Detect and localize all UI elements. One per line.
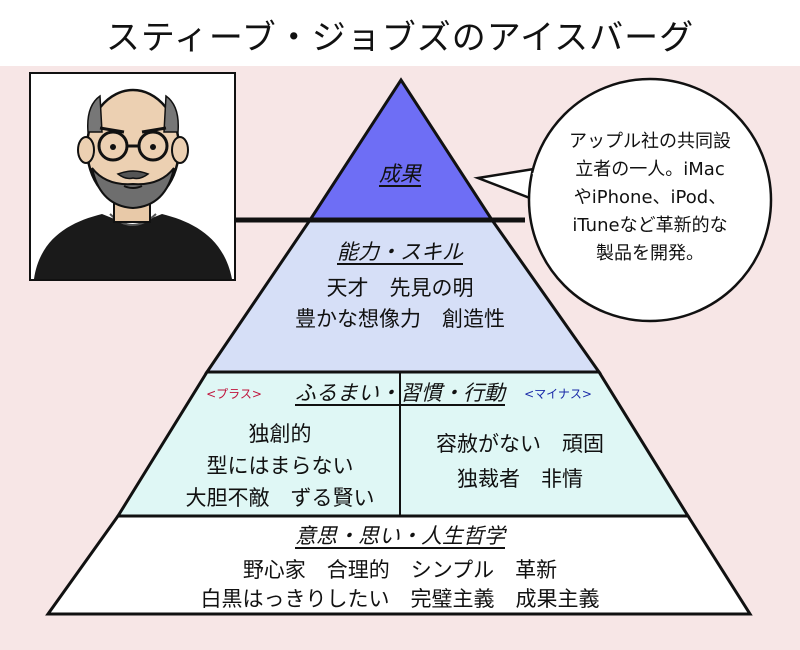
bubble-line-5: 製品を開発。 — [596, 243, 704, 264]
plus-line-3: 大胆不敵 ずる賢い — [185, 486, 375, 510]
bubble-line-4: iTuneなど革新的な — [572, 215, 728, 236]
minus-tag: <マイナス> — [524, 387, 592, 401]
minus-line-1: 容赦がない 頑固 — [436, 432, 604, 456]
philosophy-line-1: 野心家 合理的 シンプル 革新 — [242, 558, 558, 582]
title-band — [0, 0, 800, 66]
page-title: スティーブ・ジョブズのアイスバーグ — [105, 18, 695, 58]
bubble-line-1: アップル社の共同設 — [569, 131, 731, 152]
plus-line-2: 型にはまらない — [206, 454, 354, 478]
behavior-title: ふるまい・習慣・行動 — [295, 381, 505, 405]
bubble-line-3: やiPhone、iPod、 — [573, 187, 727, 208]
minus-line-2: 独裁者 非情 — [457, 467, 583, 491]
ability-line-2: 豊かな想像力 創造性 — [295, 307, 505, 331]
speech-bubble — [473, 77, 773, 323]
bubble-text: アップル社の共同設 立者の一人。iMac やiPhone、iPod、 iTune… — [550, 128, 750, 268]
plus-tag: <プラス> — [206, 387, 262, 401]
philosophy-title: 意思・思い・人生哲学 — [295, 524, 505, 548]
bubble-line-2: 立者の一人。iMac — [575, 159, 725, 180]
philosophy-line-2: 白黒はっきりしたい 完璧主義 成果主義 — [200, 587, 600, 611]
plus-line-1: 独創的 — [248, 422, 312, 446]
ability-line-1: 天才 先見の明 — [326, 276, 474, 300]
top-layer — [307, 77, 495, 222]
ability-title: 能力・スキル — [337, 240, 463, 264]
top-layer-title: 成果 — [379, 162, 421, 186]
portrait-icon — [29, 72, 236, 281]
